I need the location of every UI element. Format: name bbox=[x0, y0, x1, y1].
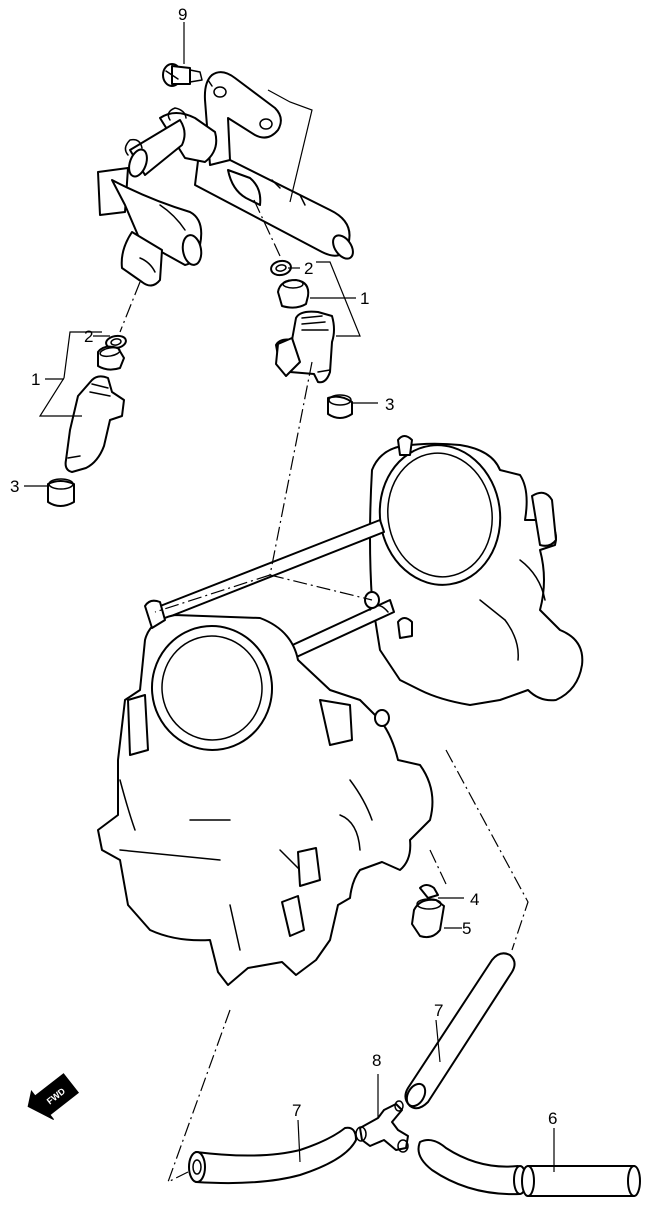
injector-right bbox=[275, 310, 335, 384]
grommet-left-part-1 bbox=[97, 345, 125, 371]
vacuum-hose-right-part-7 bbox=[404, 952, 516, 1110]
callout-numbers: 9 2 1 3 2 1 3 4 5 7 8 7 6 bbox=[10, 5, 557, 1128]
callout-6: 6 bbox=[548, 1109, 557, 1128]
o-ring-right-part-2 bbox=[270, 259, 292, 277]
callout-4: 4 bbox=[470, 890, 479, 909]
callout-9: 9 bbox=[178, 5, 187, 24]
screw-part-9 bbox=[162, 22, 213, 87]
hose-part-5 bbox=[411, 898, 445, 939]
callout-2-left: 2 bbox=[84, 327, 93, 346]
leader-lines bbox=[24, 89, 555, 1172]
t-joint-part-8 bbox=[355, 1100, 409, 1153]
callout-2-right: 2 bbox=[304, 259, 313, 278]
callout-1-right: 1 bbox=[360, 289, 369, 308]
center-lines bbox=[119, 199, 529, 1184]
callout-1-left: 1 bbox=[31, 370, 40, 389]
callout-5: 5 bbox=[462, 919, 471, 938]
fuel-delivery-pipe bbox=[97, 71, 354, 287]
vacuum-hose-center bbox=[417, 1139, 527, 1196]
cushion-right-part-3 bbox=[327, 394, 353, 419]
throttle-body-assembly bbox=[97, 435, 584, 986]
grommet-right-part-1 bbox=[277, 279, 310, 309]
callout-7-left: 7 bbox=[292, 1101, 301, 1120]
callout-8: 8 bbox=[372, 1051, 381, 1070]
injector-left bbox=[64, 375, 125, 473]
cap-part-4 bbox=[419, 884, 439, 899]
callout-7-right: 7 bbox=[434, 1001, 443, 1020]
callout-3-left: 3 bbox=[10, 477, 19, 496]
callout-3-right: 3 bbox=[385, 395, 394, 414]
vacuum-hose-left-part-7 bbox=[188, 1126, 357, 1185]
fwd-arrow-icon: FWD bbox=[27, 1073, 80, 1121]
cushion-left-part-3 bbox=[47, 478, 75, 507]
hose-part-6 bbox=[521, 1165, 641, 1197]
